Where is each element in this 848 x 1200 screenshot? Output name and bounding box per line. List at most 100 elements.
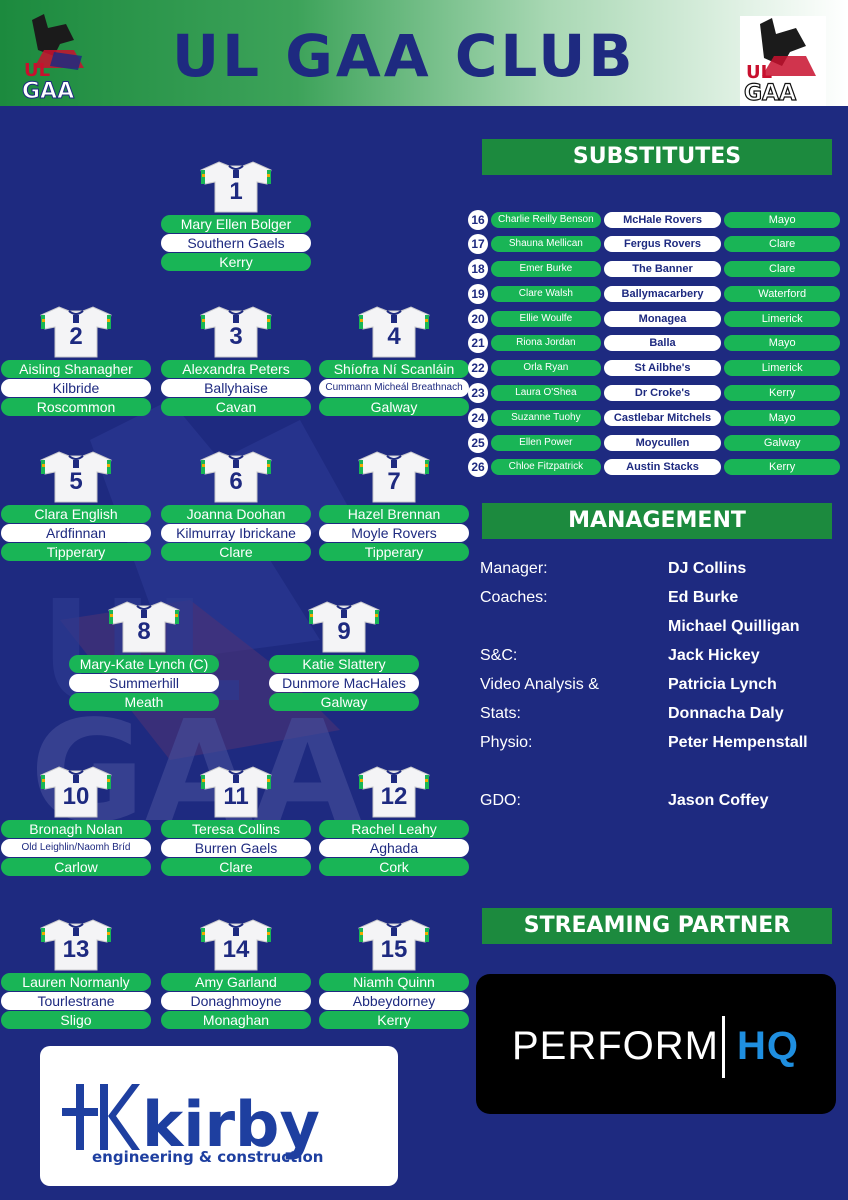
- player-county: Cavan: [161, 398, 311, 416]
- player-club: Tourlestrane: [1, 992, 151, 1010]
- player-county: Roscommon: [1, 398, 151, 416]
- player-club: Ballyhaise: [161, 379, 311, 397]
- player-club: Kilmurray Ibrickane: [161, 524, 311, 542]
- player-county: Sligo: [1, 1011, 151, 1029]
- player-card: 11 Teresa Collins Burren Gaels Clare: [161, 765, 311, 876]
- club-logo-left: UL GAA: [14, 10, 94, 105]
- jersey-icon: 14: [199, 918, 273, 972]
- jersey-number: 8: [137, 618, 151, 645]
- player-county: Tipperary: [319, 543, 469, 561]
- sub-county: Clare: [724, 261, 840, 278]
- player-card: 1 Mary Ellen Bolger Southern Gaels Kerry: [161, 160, 311, 271]
- player-name: Teresa Collins: [161, 820, 311, 838]
- hq-text: HQ: [737, 1024, 799, 1068]
- jersey-number: 9: [337, 618, 351, 645]
- svg-text:GAA: GAA: [744, 81, 796, 106]
- management-role: Manager:: [480, 560, 548, 577]
- management-name: Jason Coffey: [668, 792, 769, 809]
- sub-county: Clare: [724, 236, 840, 253]
- sub-number: 22: [468, 358, 488, 379]
- management-row: Michael Quilligan: [480, 618, 840, 647]
- sub-club: Fergus Rovers: [603, 236, 722, 253]
- management-row: Video Analysis & Patricia Lynch: [480, 676, 840, 705]
- player-county: Kerry: [319, 1011, 469, 1029]
- sub-number: 21: [468, 333, 488, 354]
- player-club: Kilbride: [1, 379, 151, 397]
- sub-county: Mayo: [724, 409, 840, 426]
- player-name: Shíofra Ní Scanláin: [319, 360, 469, 378]
- substitute-row: 21 Riona Jordan Balla Mayo: [468, 332, 840, 355]
- sub-name: Emer Burke: [491, 261, 601, 278]
- player-card: 14 Amy Garland Donaghmoyne Monaghan: [161, 918, 311, 1029]
- player-county: Meath: [69, 693, 219, 711]
- sub-number: 20: [468, 308, 488, 329]
- sub-club: McHale Rovers: [603, 211, 722, 228]
- sub-county: Mayo: [724, 211, 840, 228]
- player-club: Cummann Micheál Breathnach: [319, 379, 469, 397]
- player-club: Donaghmoyne: [161, 992, 311, 1010]
- jersey-icon: 2: [39, 305, 113, 359]
- sub-number: 19: [468, 283, 488, 304]
- management-row: Coaches: Ed Burke: [480, 589, 840, 618]
- jersey-icon: 6: [199, 450, 273, 504]
- player-county: Galway: [269, 693, 419, 711]
- sub-county: Limerick: [724, 360, 840, 377]
- jersey-icon: 10: [39, 765, 113, 819]
- management-name: Peter Hempenstall: [668, 734, 808, 751]
- player-card: 9 Katie Slattery Dunmore MacHales Galway: [269, 600, 419, 711]
- management-row: [480, 763, 840, 792]
- sub-number: 26: [468, 457, 488, 478]
- player-card: 2 Aisling Shanagher Kilbride Roscommon: [1, 305, 151, 416]
- sub-name: Chloe Fitzpatrick: [491, 459, 601, 476]
- sub-county: Mayo: [724, 335, 840, 352]
- substitutes-heading: SUBSTITUTES: [482, 139, 832, 175]
- player-county: Clare: [161, 543, 311, 561]
- player-card: 3 Alexandra Peters Ballyhaise Cavan: [161, 305, 311, 416]
- player-card: 4 Shíofra Ní Scanláin Cummann Micheál Br…: [319, 305, 469, 416]
- management-role: Coaches:: [480, 589, 548, 606]
- player-card: 12 Rachel Leahy Aghada Cork: [319, 765, 469, 876]
- sub-name: Charlie Reilly Benson: [491, 211, 601, 228]
- player-county: Kerry: [161, 253, 311, 271]
- jersey-number: 2: [69, 323, 83, 350]
- page-title: UL GAA CLUB: [172, 22, 636, 90]
- player-club: Ardfinnan: [1, 524, 151, 542]
- management-role: Physio:: [480, 734, 533, 751]
- substitute-row: 18 Emer Burke The Banner Clare: [468, 258, 840, 281]
- svg-text:GAA: GAA: [22, 79, 74, 100]
- player-name: Katie Slattery: [269, 655, 419, 673]
- sub-name: Ellie Woulfe: [491, 310, 601, 327]
- player-club: Abbeydorney: [319, 992, 469, 1010]
- jersey-number: 14: [222, 936, 250, 963]
- management-role: GDO:: [480, 792, 521, 809]
- player-name: Clara English: [1, 505, 151, 523]
- management-name: DJ Collins: [668, 560, 747, 577]
- sub-club: Castlebar Mitchels: [603, 409, 722, 426]
- management-name: Jack Hickey: [668, 647, 760, 664]
- jersey-number: 1: [229, 178, 243, 205]
- sub-number: 23: [468, 383, 488, 404]
- jersey-number: 11: [223, 783, 249, 810]
- jersey-icon: 1: [199, 160, 273, 214]
- jersey-number: 12: [380, 783, 408, 810]
- player-name: Joanna Doohan: [161, 505, 311, 523]
- jersey-icon: 7: [357, 450, 431, 504]
- jersey-number: 15: [380, 936, 408, 963]
- sub-county: Kerry: [724, 385, 840, 402]
- player-name: Amy Garland: [161, 973, 311, 991]
- perform-divider: [722, 1016, 725, 1078]
- management-row: Stats: Donnacha Daly: [480, 705, 840, 734]
- player-card: 13 Lauren Normanly Tourlestrane Sligo: [1, 918, 151, 1029]
- player-club: Summerhill: [69, 674, 219, 692]
- player-name: Niamh Quinn: [319, 973, 469, 991]
- player-card: 6 Joanna Doohan Kilmurray Ibrickane Clar…: [161, 450, 311, 561]
- jersey-number: 10: [62, 783, 90, 810]
- management-role: Video Analysis &: [480, 676, 599, 693]
- substitute-row: 26 Chloe Fitzpatrick Austin Stacks Kerry: [468, 456, 840, 479]
- sub-club: Moycullen: [603, 434, 722, 451]
- sub-county: Limerick: [724, 310, 840, 327]
- sub-number: 17: [468, 234, 488, 255]
- club-logo-right: UL GAA: [740, 16, 826, 107]
